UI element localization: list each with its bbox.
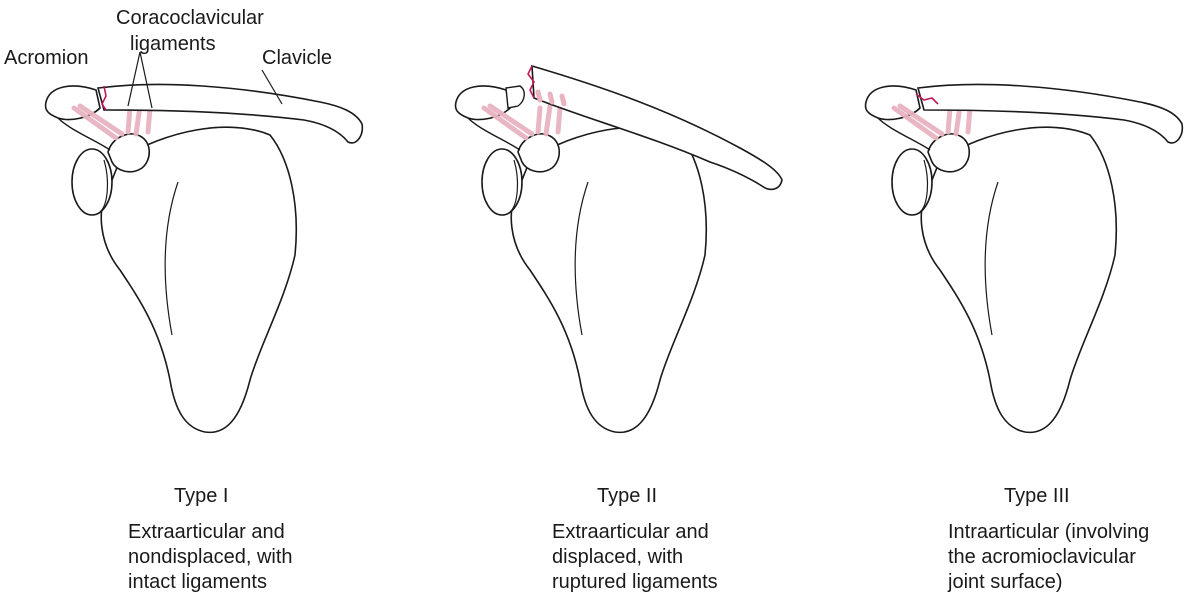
- fracture-line: [915, 93, 939, 105]
- type1-desc-line: nondisplaced, with: [128, 546, 293, 568]
- acromion-label: Acromion: [4, 47, 89, 69]
- clavicle-label: Clavicle: [262, 47, 333, 69]
- type2-desc-line: Extraarticular and: [552, 521, 709, 543]
- type1-desc-line: intact ligaments: [128, 571, 267, 593]
- type3-desc-line: joint surface): [948, 571, 1063, 593]
- type3-desc-line: the acromioclavicular: [948, 546, 1136, 568]
- type1-illustration: [46, 51, 364, 432]
- type1-title: Type I: [174, 485, 229, 507]
- coracoclavicular-label-line1: Coracoclavicular: [116, 7, 264, 29]
- coracoclavicular-label-line2: ligaments: [130, 33, 216, 55]
- type3-illustration: [866, 84, 1184, 432]
- type2-desc-line: ruptured ligaments: [552, 571, 718, 593]
- type3-desc-line: Intraarticular (involving: [948, 521, 1150, 543]
- type2-desc-line: displaced, with: [552, 546, 684, 568]
- type2-illustration: [456, 64, 783, 432]
- type1-description: Extraarticular and nondisplaced, with in…: [128, 520, 358, 595]
- type2-description: Extraarticular and displaced, with ruptu…: [552, 520, 782, 595]
- type3-description: Intraarticular (involving the acromiocla…: [948, 520, 1178, 595]
- fracture-line: [527, 65, 535, 99]
- fracture-line: [101, 85, 107, 111]
- type2-title: Type II: [597, 485, 658, 507]
- type1-desc-line: Extraarticular and: [128, 521, 285, 543]
- type3-title: Type III: [1004, 485, 1070, 507]
